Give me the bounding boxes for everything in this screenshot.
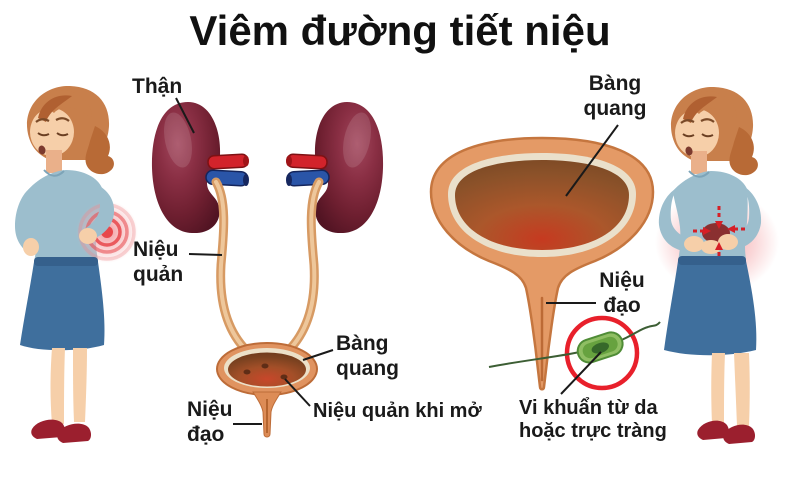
left-woman-leg [73,348,87,422]
right-woman-hand [718,234,738,250]
page-title: Viêm đường tiết niệu [189,7,611,54]
pointer-ureter [188,253,223,256]
left-woman-leg [50,348,65,424]
left-woman-hair-shadow [38,95,72,122]
small-bladder [216,342,318,438]
left-woman-brow [55,117,70,122]
pointer-bladder-left [302,349,334,361]
right-woman-closed-eye [701,133,714,138]
label-bacteria: Vi khuẩn từ da hoặc trực tràng [519,397,667,443]
right-woman-fringe [674,91,738,127]
bacterium [576,331,624,364]
bacterium-flagellum [618,321,661,342]
label-urethra-left-line1: Niệu [187,398,233,421]
left-kidney [151,102,221,234]
bacteria-spot [261,363,269,369]
right-woman-face [675,109,719,157]
right-kidney [314,102,384,234]
label-open-ureter: Niệu quản khi mở [313,400,482,422]
label-ureter-line2: quản [133,263,184,286]
label-bladder-left-line2: quang [336,357,399,380]
label-bladder-right: Bàng quang [565,71,665,121]
left-woman-fringe [29,90,93,126]
left-woman-arm [15,188,41,251]
label-ureter: Niệu quản [133,237,183,287]
left-woman-shoe [31,419,65,439]
left-woman-mouth [38,145,46,155]
left-woman-collar [43,169,65,177]
left-woman-face [30,108,74,156]
right-woman-abdominal-pain-figure [655,86,779,444]
left-woman-ponytail [85,126,114,175]
right-woman-skirt [664,261,757,356]
label-urethra-left: Niệu đạo [187,397,233,447]
bladder-urine [455,160,629,250]
enlarged-bladder-diagram [429,136,661,391]
pointer-open-ureter [284,378,311,407]
label-bladder-right-line2: quang [583,97,647,120]
urinary-tract-diagram [151,102,384,438]
right-woman-neck [691,151,707,174]
right-woman-hair-shadow [683,96,717,123]
right-woman-leg [734,353,750,426]
right-woman-closed-eye [682,133,695,138]
right-kidney-highlight [343,112,371,168]
right-woman-mouth [685,146,693,156]
label-urethra-right-line1: Niệu [599,269,645,292]
left-kidney-highlight [164,112,192,168]
right-woman-clasped-hands [701,240,721,254]
left-woman-waistband [34,257,98,266]
right-woman-brow [680,119,695,124]
left-ureter-highlight [214,180,249,353]
right-woman-arm [731,187,762,249]
left-woman-hand [23,238,39,256]
label-bladder-left-line1: Bàng [336,332,389,355]
pointer-bacteria [560,351,602,395]
right-woman-shoe [723,424,755,444]
label-urethra-right-line2: đạo [603,294,641,317]
label-bladder-left: Bàng quang [336,331,399,381]
left-woman-back-pain-figure [15,85,138,443]
bacterium-flagellum [488,351,581,368]
pointer-lines [175,97,619,425]
label-urethra-right: Niệu đạo [582,268,662,318]
right-woman-collar [688,170,710,178]
right-woman-hand [684,236,704,252]
label-bladder-right-line1: Bàng [588,72,642,95]
left-woman-skirt [20,262,105,351]
right-ureter-highlight [286,180,321,353]
left-woman-closed-eye [37,132,50,137]
right-woman-shoe [697,420,729,440]
left-woman-bent-arm [86,184,115,239]
label-urethra-left-line2: đạo [187,423,225,446]
right-woman-leg [711,353,725,424]
label-ureter-line1: Niệu [133,238,179,261]
right-woman-ponytail [729,127,758,176]
left-woman-brow [35,118,50,123]
belly-pain-arrows [693,206,745,263]
right-woman-waistband [678,256,746,265]
bacteria-spot [280,374,288,380]
right-woman-arm [658,189,691,251]
label-kidney: Thận [132,75,183,98]
bacteria-spot [243,369,251,375]
right-woman-brow [700,118,715,123]
left-woman-neck [46,150,62,173]
label-bacteria-line2: hoặc trực tràng [519,420,667,442]
pointer-kidney [175,97,195,134]
left-woman-hand-on-hip [79,228,97,244]
left-woman-closed-eye [56,132,69,137]
pointer-bladder-right [565,124,619,197]
left-woman-shoe [57,423,91,443]
label-bacteria-line1: Vi khuẩn từ da [519,397,658,419]
